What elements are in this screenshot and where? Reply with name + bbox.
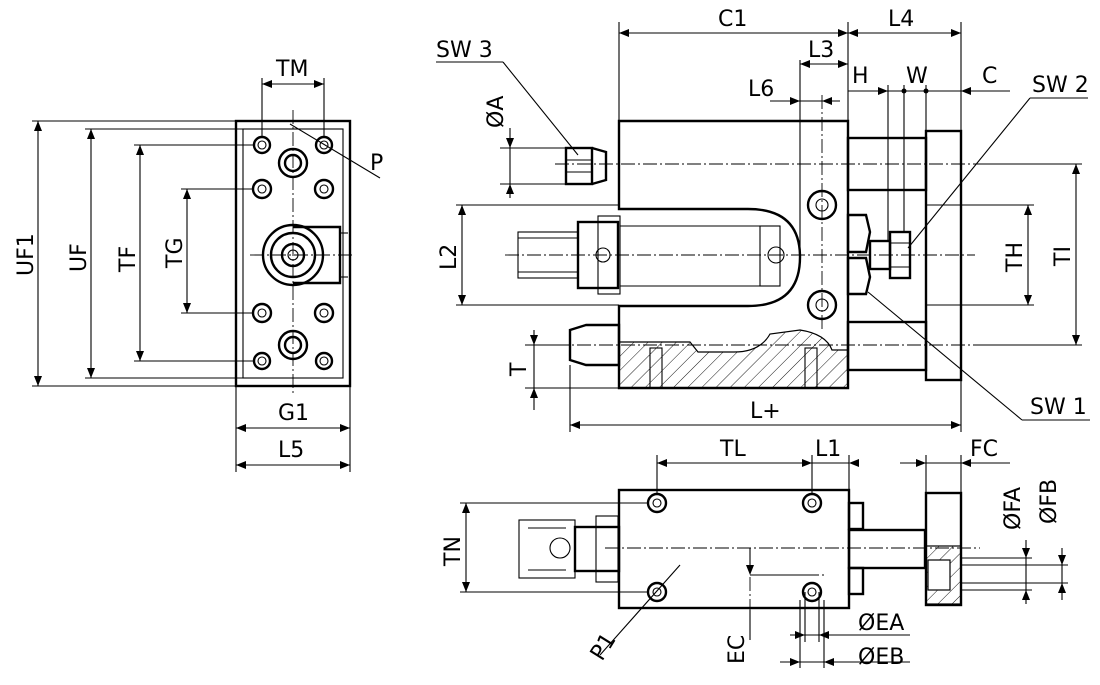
label-c: C [982,64,997,89]
label-l5: L5 [278,438,304,463]
label-w: W [906,64,928,89]
label-l2: L2 [437,244,462,270]
label-fc: FC [970,437,998,462]
label-h: H [852,64,869,89]
label-p: P [370,151,383,176]
label-tf: TF [116,246,141,273]
label-diameter-a: ØA [484,96,509,128]
label-l-plus: L+ [750,399,781,424]
top-view-fitting [518,515,621,583]
label-tm: TM [275,57,308,82]
label-uf: UF [67,243,92,272]
label-sw1: SW 1 [1030,395,1087,420]
side-view-fitting-bottom [568,323,621,367]
label-g1: G1 [278,401,309,426]
label-p1: P1 [586,629,622,665]
label-uf1: UF1 [14,233,39,276]
label-l6: L6 [748,77,774,102]
side-view-end-plate [924,129,963,382]
label-diameter-fb: ØFB [1037,479,1062,524]
side-view-housing [617,119,850,390]
top-view: TL L1 FC ØFA ØFB TN P1 EC ØEA ØEB [441,437,1068,670]
label-l1: L1 [815,437,841,462]
side-view-section-hatch [618,329,849,389]
label-ti: TI [1051,246,1076,267]
label-sw3: SW 3 [436,38,493,63]
label-tn: TN [441,536,466,567]
label-c1: C1 [718,7,747,32]
label-th: TH [1003,242,1028,273]
label-l4: L4 [888,7,914,32]
label-ec: EC [725,635,750,664]
label-t: T [507,362,532,377]
side-view: SW 3 ØA C1 L4 L3 H W C L6 SW 2 L2 TH TI … [436,7,1090,432]
label-sw2: SW 2 [1032,73,1089,98]
side-view-fitting-sw3 [564,146,608,186]
label-tl: TL [719,437,746,462]
label-l3: L3 [808,38,834,63]
label-diameter-fa: ØFA [1001,487,1026,530]
end-view: TM P UF1 UF TF TG G1 L5 [14,57,383,472]
label-diameter-eb: ØEB [858,645,904,670]
label-diameter-ea: ØEA [858,611,904,636]
label-tg: TG [163,238,188,270]
